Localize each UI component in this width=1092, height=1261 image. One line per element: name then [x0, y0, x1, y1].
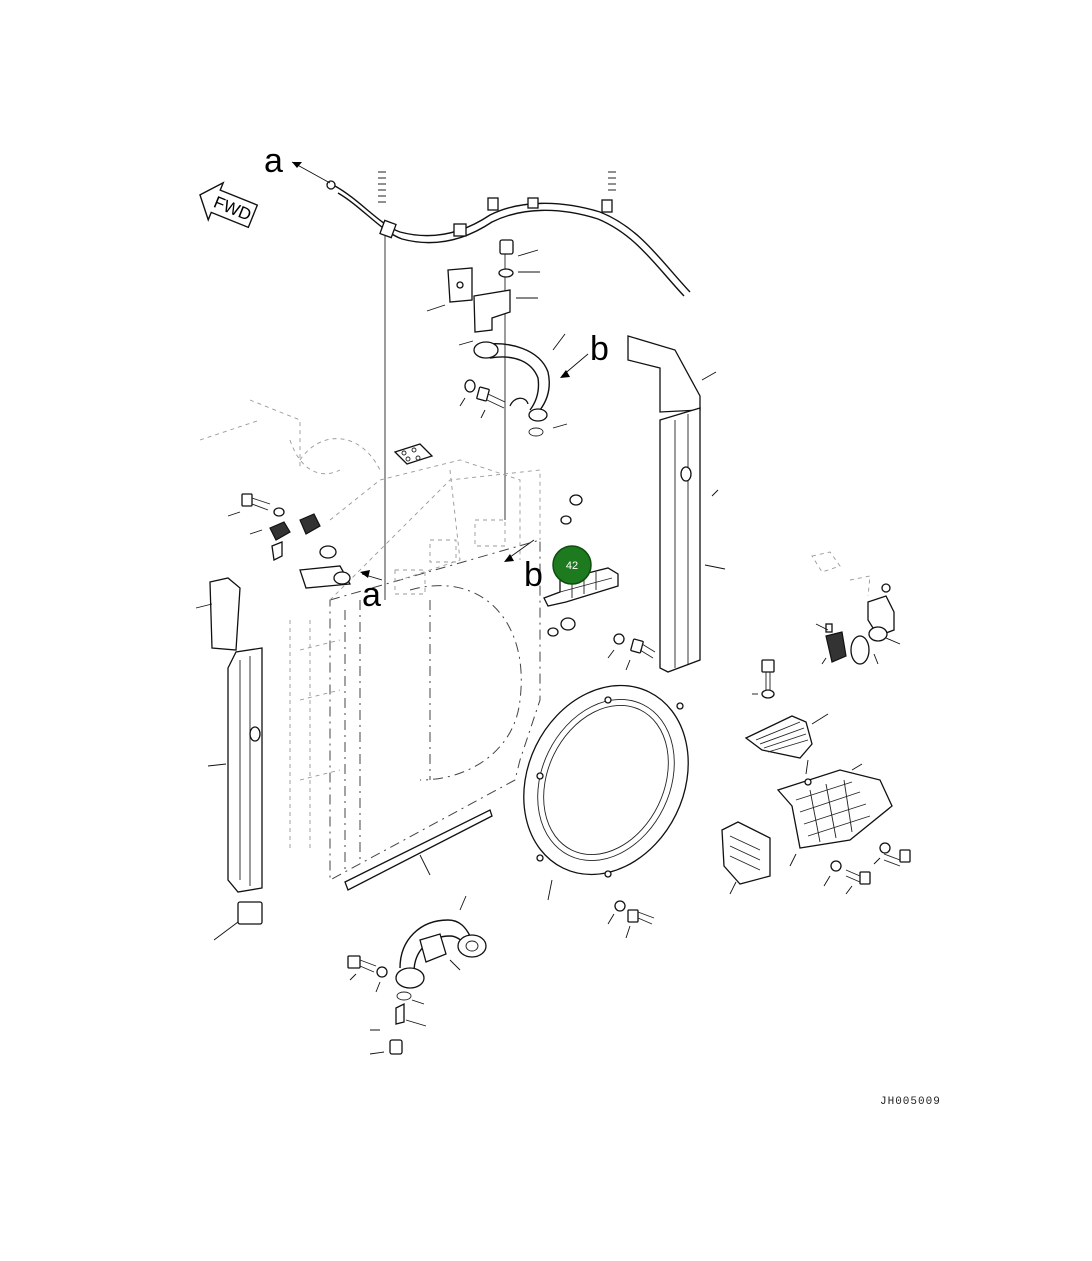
bolt-washer-right: [752, 659, 775, 699]
left-bolt-group: [227, 493, 321, 561]
bottom-bolt-plug: [347, 955, 427, 1055]
bolts-far-right: [823, 842, 911, 895]
svg-text:b: b: [590, 330, 609, 368]
right-radiator-panel: [627, 335, 726, 673]
center-pipe: [299, 545, 352, 589]
section-label-b-right: b: [560, 330, 609, 378]
svg-text:a: a: [264, 142, 283, 180]
callout-42-number[interactable]: 42: [566, 560, 578, 572]
svg-text:a: a: [362, 576, 381, 614]
svg-text:FWD: FWD: [211, 193, 254, 225]
right-small-parts: [811, 551, 901, 665]
top-hose: [326, 171, 691, 297]
fin-cover-upper: [744, 713, 829, 775]
fin-cover-lower: [776, 763, 893, 867]
bottom-elbow-pipe: [395, 895, 487, 989]
cover-bracket: [543, 494, 619, 637]
section-label-a-top: a: [264, 142, 331, 184]
bolt-washer-upper: [459, 379, 506, 419]
cross-bar: [344, 809, 493, 891]
shroud-frame-ghost: [199, 399, 541, 881]
svg-text:b: b: [524, 556, 543, 594]
drawing-code: JH005009: [880, 1096, 941, 1108]
louver-bracket: [721, 821, 771, 895]
callout-42[interactable]: 42: [552, 545, 592, 585]
bolt-right-lower: [607, 633, 656, 671]
section-label-a-lower: a: [360, 570, 383, 614]
bolt-ring-lower: [607, 900, 655, 939]
section-label-b-center: b: [504, 539, 543, 594]
fwd-direction-arrow: FWD: [199, 181, 259, 229]
left-side-panel: [195, 577, 263, 941]
upper-bracket-group: [426, 239, 540, 346]
elbow-pipe-b: [473, 333, 568, 437]
callout-42-badge[interactable]: [552, 545, 592, 585]
grommet-plate: [393, 443, 434, 465]
fan-shroud-ring: [523, 684, 689, 901]
